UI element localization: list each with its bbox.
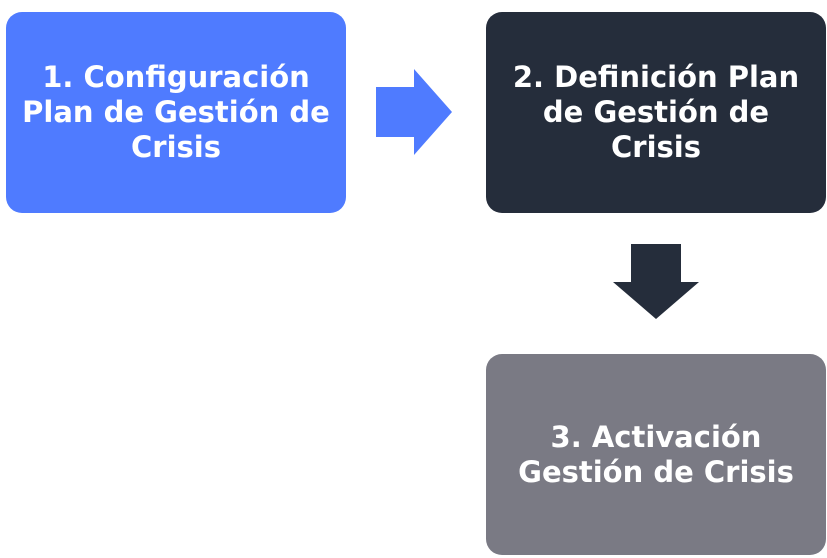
down-arrow-icon xyxy=(613,244,699,319)
step-2-box: 2. Definición Plan de Gestión de Crisis xyxy=(486,12,826,213)
step-3-label: 3. Activación Gestión de Crisis xyxy=(518,419,794,489)
step-3-box: 3. Activación Gestión de Crisis xyxy=(486,354,826,555)
right-arrow-icon xyxy=(376,69,452,155)
step-1-box: 1. Configuración Plan de Gestión de Cris… xyxy=(6,12,346,213)
step-1-label: 1. Configuración Plan de Gestión de Cris… xyxy=(22,60,330,164)
step-2-label: 2. Definición Plan de Gestión de Crisis xyxy=(512,60,800,164)
